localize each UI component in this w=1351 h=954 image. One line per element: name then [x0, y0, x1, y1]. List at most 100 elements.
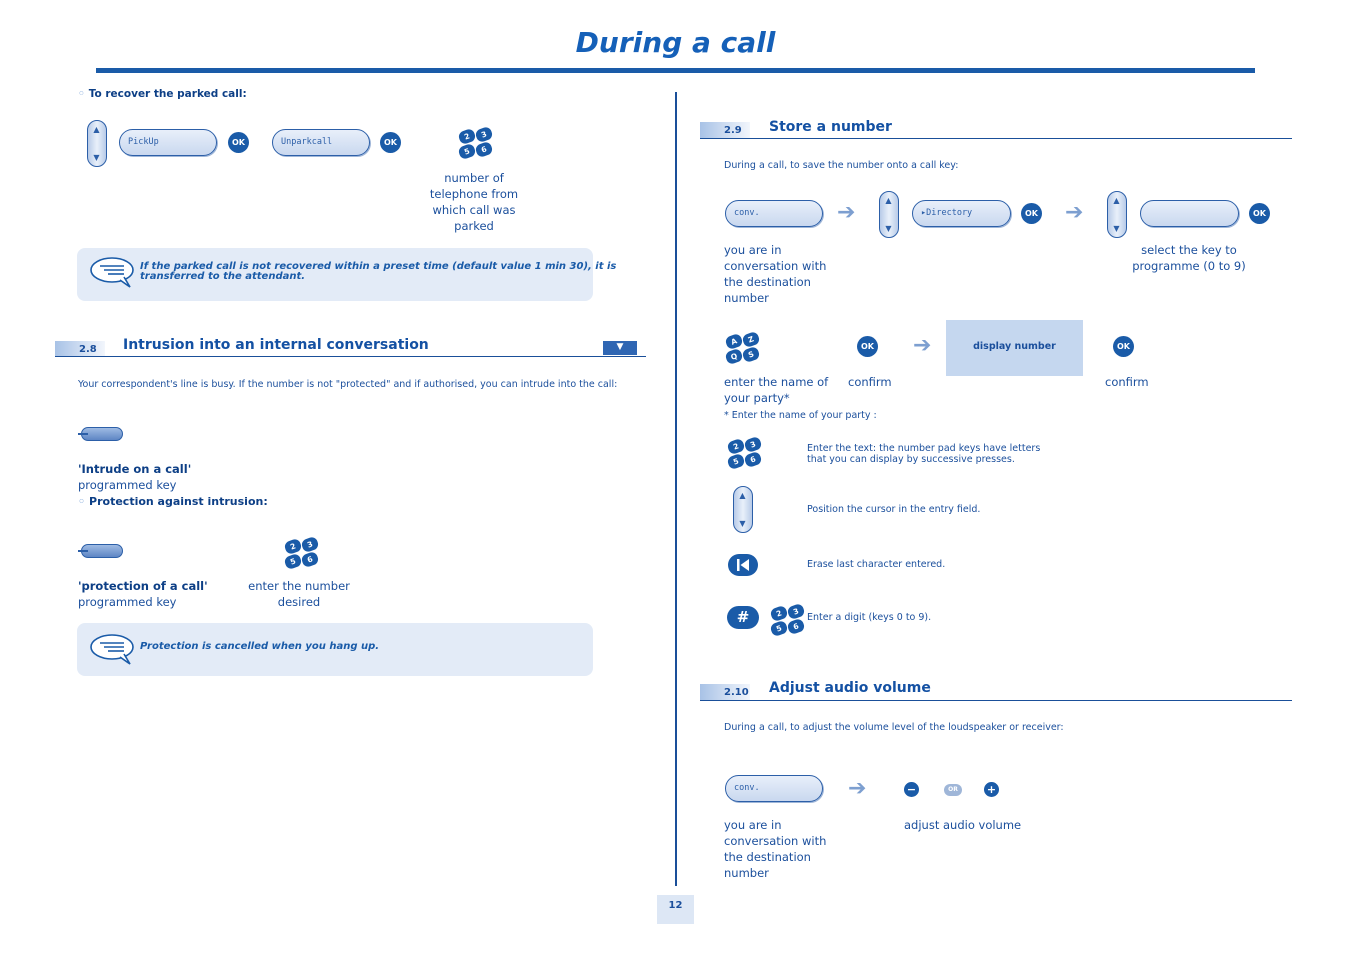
key-6: 6	[786, 617, 806, 636]
confirm-caption: confirm	[1105, 375, 1149, 389]
instruction-line: Enter the text: the number pad keys have…	[807, 443, 1041, 454]
navigator-icon: ▲ ▼	[87, 120, 107, 167]
ok-button[interactable]: OK	[1021, 203, 1042, 224]
key-3: 3	[743, 435, 763, 454]
instruction-text: Enter the text: the number pad keys have…	[807, 443, 1040, 465]
section-number: 2.8	[55, 341, 105, 357]
next-page-marker: ▼	[603, 341, 637, 355]
key-s: S	[741, 345, 761, 364]
unparkcall-display: Unparkcall	[272, 129, 370, 156]
key-5: 5	[457, 142, 477, 161]
down-arrow-icon: ▼	[1113, 224, 1120, 233]
caption-line: you are in	[724, 243, 782, 257]
volume-up-button[interactable]: +	[984, 782, 999, 797]
key-6: 6	[743, 450, 763, 469]
caption-line: select the key to	[1141, 243, 1237, 257]
note2-text: Protection is cancelled when you hang up…	[140, 641, 380, 652]
conv-display: conv.	[725, 200, 823, 227]
caption-line: which call was	[432, 203, 516, 217]
section-title: Intrusion into an internal conversation	[123, 337, 429, 353]
recover-caption: number of telephone from which call was …	[424, 170, 524, 234]
recover-heading: ◦To recover the parked call:	[78, 88, 247, 100]
instruction-text: Erase last character entered.	[807, 559, 946, 570]
arrow-right-icon: ➔	[913, 333, 932, 358]
key-5: 5	[726, 452, 746, 471]
protection-heading: ◦Protection against intrusion:	[78, 495, 268, 508]
caption-line: number	[724, 291, 769, 305]
key-q: Q	[724, 347, 744, 366]
note-box	[77, 248, 593, 301]
key-2: 2	[769, 604, 789, 623]
ok-button[interactable]: OK	[1249, 203, 1270, 224]
volume-down-button[interactable]: −	[904, 782, 919, 797]
protection-key-label: 'protection of a call'	[78, 579, 208, 593]
down-arrow-icon: ▼	[885, 224, 892, 233]
section-number: 2.9	[700, 122, 750, 138]
keypad-icon: 2 3 5 6	[283, 535, 320, 571]
ok-button[interactable]: OK	[228, 132, 249, 153]
down-triangle-icon: ▼	[616, 342, 624, 352]
caption-line: number	[724, 866, 769, 880]
recover-heading-text: To recover the parked call:	[88, 88, 247, 100]
note-box	[77, 623, 593, 676]
key-5: 5	[769, 619, 789, 638]
down-arrow-icon: ▼	[739, 519, 746, 528]
column-divider	[675, 92, 677, 886]
section-number: 2.10	[700, 684, 750, 700]
navigator-icon: ▲ ▼	[1107, 191, 1127, 238]
ok-button[interactable]: OK	[1113, 336, 1134, 357]
select-key-caption: select the key to programme (0 to 9)	[1129, 242, 1249, 274]
key-6: 6	[474, 140, 494, 159]
up-arrow-icon: ▲	[1113, 196, 1120, 205]
arrow-right-icon: ➔	[837, 200, 856, 225]
or-badge: OR	[944, 784, 962, 796]
ok-button[interactable]: OK	[857, 336, 878, 357]
caption-line: the destination	[724, 850, 811, 864]
footnote: * Enter the name of your party :	[724, 410, 877, 421]
display-number-text: display number	[973, 341, 1056, 352]
display-number-box: display number	[946, 320, 1083, 376]
programmed-key-icon	[78, 427, 123, 441]
navigator-icon: ▲ ▼	[733, 486, 753, 533]
arrow-right-icon: ➔	[1065, 200, 1084, 225]
up-arrow-icon: ▲	[93, 125, 100, 134]
intrude-key-sub: programmed key	[78, 478, 177, 492]
caption-line: parked	[454, 219, 494, 233]
key-3: 3	[300, 535, 320, 554]
key-2: 2	[726, 437, 746, 456]
section-intro: Your correspondent's line is busy. If th…	[78, 379, 618, 390]
keypad-icon: 2 3 5 6	[769, 602, 806, 638]
down-arrow-icon: ▼	[93, 153, 100, 162]
caption-line: you are in	[724, 818, 782, 832]
ok-button[interactable]: OK	[380, 132, 401, 153]
caption-line: desired	[277, 595, 321, 609]
store-conv-caption: you are in conversation with the destina…	[724, 242, 826, 306]
section-rule	[55, 356, 646, 357]
confirm-caption: confirm	[848, 375, 892, 389]
directory-display: ▸Directory	[912, 200, 1011, 227]
note1-line2: transferred to the attendant.	[140, 271, 306, 282]
note-speech-bubble-icon	[90, 257, 134, 288]
protection-caption: enter the number desired	[244, 578, 354, 610]
hash-key-icon: #	[727, 606, 759, 629]
pickup-display: PickUp	[119, 129, 217, 156]
key-5: 5	[283, 552, 303, 571]
caption-line: enter the name of	[724, 375, 829, 389]
note-speech-bubble-icon	[90, 634, 134, 665]
up-arrow-icon: ▲	[739, 491, 746, 500]
caption-line: your party*	[724, 391, 790, 405]
protection-key-sub: programmed key	[78, 595, 177, 609]
conv-display: conv.	[725, 775, 823, 802]
protection-heading-text: Protection against intrusion:	[89, 495, 268, 508]
section-title: Adjust audio volume	[769, 680, 931, 696]
bullet-icon: ◦	[78, 88, 85, 100]
up-arrow-icon: ▲	[885, 196, 892, 205]
caption-line: enter the number	[248, 579, 350, 593]
instruction-text: Position the cursor in the entry field.	[807, 504, 981, 515]
arrow-right-icon: ➔	[848, 776, 867, 801]
instruction-line: that you can display by successive press…	[807, 454, 1015, 465]
page-number: 12	[657, 895, 694, 924]
section-title: Store a number	[769, 119, 892, 135]
key-3: 3	[474, 125, 494, 144]
caption-line: telephone from	[429, 187, 519, 201]
